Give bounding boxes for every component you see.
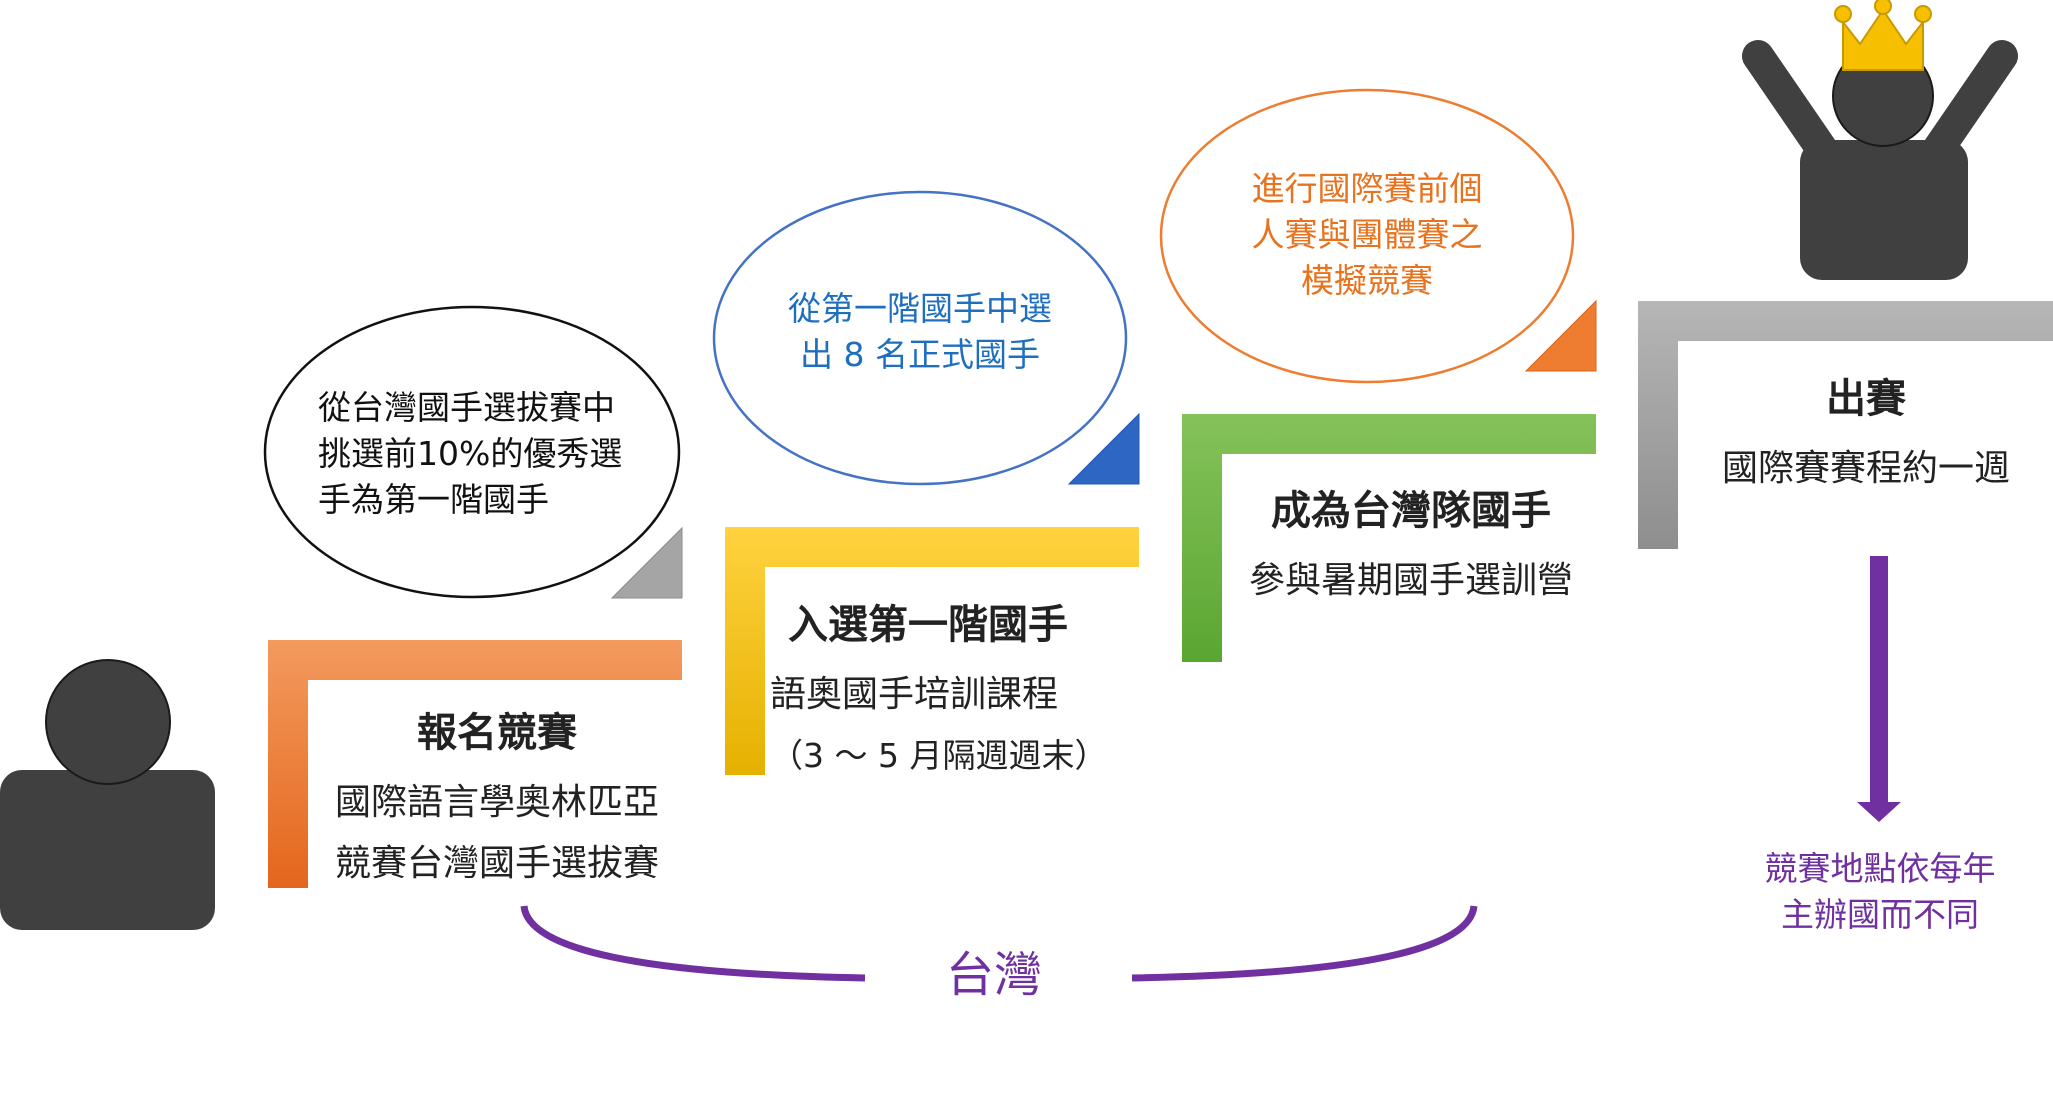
bubble-2-line-2: 出 8 名正式國手 [800, 335, 1040, 374]
bubble-1-line-3: 手為第一階國手 [318, 480, 549, 519]
person-icon [0, 659, 215, 930]
bubble-1-pointer [610, 526, 683, 599]
step-4-bracket [1638, 301, 2053, 549]
bubble-3 [1159, 88, 1575, 384]
step-2-title: 入選第一階國手 [788, 602, 1068, 648]
step-2-line-2: （3 ～ 5 月隔週週末） [770, 736, 1108, 775]
bubble-3-line-1: 進行國際賽前個 [1251, 169, 1483, 208]
bubble-1 [263, 305, 681, 599]
taiwan-label: 台灣 [945, 947, 1042, 1003]
step-2-bracket [725, 527, 1139, 775]
venue-note-line-1: 競賽地點依每年 [1764, 849, 1996, 888]
bubble-1-line-2: 挑選前10%的優秀選 [318, 434, 623, 473]
step-1-text: 報名競賽 國際語言學奧林匹亞 競賽台灣國手選拔賽 [312, 700, 682, 894]
step-1-bracket [268, 640, 682, 888]
bubble-1-text: 從台灣國手選拔賽中 挑選前10%的優秀選 手為第一階國手 [300, 385, 680, 523]
step-2-line-1: 語奧國手培訓課程 [770, 674, 1059, 715]
taiwan-brace-left [520, 905, 866, 982]
crown-icon [1834, 0, 1932, 71]
bubble-2-pointer [1067, 412, 1140, 485]
step-1-line-1: 國際語言學奧林匹亞 [334, 782, 659, 823]
step-1-title: 報名競賽 [417, 710, 577, 756]
bubble-3-text: 進行國際賽前個 人賽與團體賽之 模擬競賽 [1187, 166, 1547, 304]
step-3-bracket [1182, 414, 1596, 662]
bubble-2-line-1: 從第一階國手中選 [788, 289, 1052, 328]
bubble-3-line-2: 人賽與團體賽之 [1251, 215, 1483, 254]
bubble-3-line-3: 模擬競賽 [1301, 261, 1433, 300]
step-4-line-1: 國際賽賽程約一週 [1721, 448, 2010, 489]
bubble-2-text: 從第一階國手中選 出 8 名正式國手 [740, 286, 1100, 378]
step-4-title: 出賽 [1826, 376, 1906, 422]
step-3-title: 成為台灣隊國手 [1271, 488, 1551, 534]
taiwan-brace-right [1131, 905, 1478, 982]
venue-note-line-2: 主辦國而不同 [1781, 895, 1979, 934]
bubble-2 [712, 190, 1128, 486]
step-3-text: 成為台灣隊國手 參與暑期國手選訓營 [1226, 478, 1596, 611]
bubble-3-pointer [1524, 299, 1597, 372]
step-4-text: 出賽 國際賽賽程約一週 [1682, 366, 2050, 499]
down-arrow-icon [1857, 556, 1901, 822]
step-1-line-2: 競賽台灣國手選拔賽 [334, 843, 659, 884]
bubble-1-line-1: 從台灣國手選拔賽中 [318, 388, 615, 427]
venue-note: 競賽地點依每年 主辦國而不同 [1712, 846, 2048, 938]
step-3-line-1: 參與暑期國手選訓營 [1248, 560, 1573, 601]
step-2-text: 入選第一階國手 語奧國手培訓課程 （3 ～ 5 月隔週週末） [770, 592, 1108, 786]
champion-icon [1742, 40, 2018, 280]
